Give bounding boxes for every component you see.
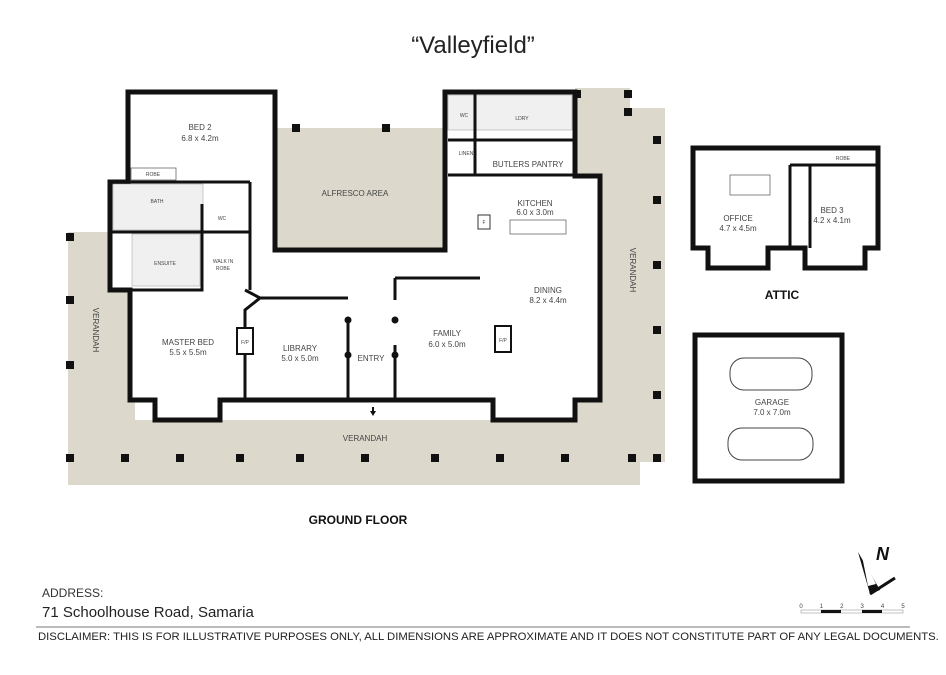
bed3-size: 4.2 x 4.1m xyxy=(813,216,851,225)
verandah-column xyxy=(653,454,661,462)
north-label: N xyxy=(876,544,890,564)
scale-tick-label: 5 xyxy=(901,604,905,610)
attic-label: ATTIC xyxy=(765,288,800,302)
laundry-label: LDRY xyxy=(515,116,529,122)
library-size: 5.0 x 5.0m xyxy=(281,354,319,363)
garage-size: 7.0 x 7.0m xyxy=(753,408,791,417)
verandah-column xyxy=(236,454,244,462)
post xyxy=(344,316,352,324)
verandah-label-front: VERANDAH xyxy=(343,434,388,443)
fridge-label: F xyxy=(482,220,485,226)
fireplace-master xyxy=(236,327,254,355)
garage-label: GARAGE xyxy=(755,398,789,407)
dining-label: DINING xyxy=(534,286,562,295)
family-size: 6.0 x 5.0m xyxy=(428,340,466,349)
disclaimer: DISCLAIMER: THIS IS FOR ILLUSTRATIVE PUR… xyxy=(38,631,939,643)
bath-tiles xyxy=(112,183,204,231)
verandah-column xyxy=(121,454,129,462)
scale-tick-label: 1 xyxy=(820,604,824,610)
verandah-column xyxy=(431,454,439,462)
bed3-label: BED 3 xyxy=(820,206,844,215)
scale-tick-label: 2 xyxy=(840,604,844,610)
fridge xyxy=(477,214,491,230)
verandah-column xyxy=(66,361,74,369)
verandah-column xyxy=(66,233,74,241)
verandah-label-left: VERANDAH xyxy=(91,308,100,353)
master-size: 5.5 x 5.5m xyxy=(169,348,207,357)
library-label: LIBRARY xyxy=(283,344,318,353)
bath-label: BATH xyxy=(151,199,164,205)
verandah-column xyxy=(653,391,661,399)
scale-tick-label: 0 xyxy=(799,604,803,610)
verandah-column xyxy=(66,454,74,462)
wc1-label: WC xyxy=(218,216,227,222)
robe-bed2 xyxy=(130,167,177,181)
verandah-area xyxy=(68,88,665,485)
address: 71 Schoolhouse Road, Samaria xyxy=(42,604,254,621)
verandah-column xyxy=(653,326,661,334)
car-icon xyxy=(729,357,813,391)
scale-bar: 0 1 2 3 4 5 xyxy=(799,604,905,614)
bed2-label: BED 2 xyxy=(188,123,212,132)
ensuite-tiles xyxy=(131,233,201,287)
office-label: OFFICE xyxy=(723,214,752,223)
verandah-column xyxy=(628,454,636,462)
attic-robe-label: ROBE xyxy=(836,156,851,162)
verandah-column xyxy=(496,454,504,462)
fireplace-family xyxy=(494,325,512,353)
office-size: 4.7 x 4.5m xyxy=(719,224,757,233)
verandah-label-right: VERANDAH xyxy=(628,248,637,293)
verandah-column xyxy=(624,90,632,98)
kitchen-island xyxy=(509,219,567,235)
verandah-column xyxy=(296,454,304,462)
scale-tick-label: 3 xyxy=(861,604,865,610)
dining-size: 8.2 x 4.4m xyxy=(529,296,567,305)
car-icon xyxy=(727,427,814,461)
address-label: ADDRESS: xyxy=(42,586,104,600)
verandah-column xyxy=(653,261,661,269)
ground-floor-label: GROUND FLOOR xyxy=(309,513,408,527)
fireplace-master-label: F/P xyxy=(241,340,249,346)
post xyxy=(344,351,352,359)
verandah-column xyxy=(653,136,661,144)
kitchen-label: KITCHEN xyxy=(517,199,552,208)
walkin-label: WALK IN xyxy=(213,259,234,265)
north-compass-icon: N xyxy=(858,544,896,596)
ensuite-label: ENSUITE xyxy=(154,261,176,267)
verandah-column xyxy=(382,124,390,132)
verandah-columns xyxy=(66,90,661,462)
post xyxy=(391,351,399,359)
verandah-column xyxy=(573,90,581,98)
laundry-tiles xyxy=(447,94,573,131)
verandah-column xyxy=(624,108,632,116)
verandah-column xyxy=(361,454,369,462)
walkin-label-2: ROBE xyxy=(216,266,231,272)
verandah-column xyxy=(292,124,300,132)
kitchen-size: 6.0 x 3.0m xyxy=(516,208,554,217)
attic-walls xyxy=(788,163,878,248)
scale-tick-label: 4 xyxy=(881,604,885,610)
verandah-column xyxy=(561,454,569,462)
entry-arrow-icon xyxy=(370,407,376,416)
entry-label: ENTRY xyxy=(358,354,386,363)
alfresco-label: ALFRESCO AREA xyxy=(322,189,389,198)
verandah-column xyxy=(66,296,74,304)
verandah-column xyxy=(176,454,184,462)
robe-label: ROBE xyxy=(146,172,161,178)
pantry-label: BUTLERS PANTRY xyxy=(493,160,564,169)
bed2-size: 6.8 x 4.2m xyxy=(181,134,219,143)
alfresco-area xyxy=(275,128,445,250)
plan-title: “Valleyfield” xyxy=(411,32,535,59)
master-label: MASTER BED xyxy=(162,338,214,347)
wc2-label: WC xyxy=(460,113,469,119)
fireplace-family-label: F/P xyxy=(499,338,507,344)
attic-stairs xyxy=(729,174,771,196)
linen-label: LINEN xyxy=(459,151,474,157)
post xyxy=(391,316,399,324)
divider xyxy=(36,626,910,628)
verandah-column xyxy=(653,196,661,204)
family-label: FAMILY xyxy=(433,329,462,338)
